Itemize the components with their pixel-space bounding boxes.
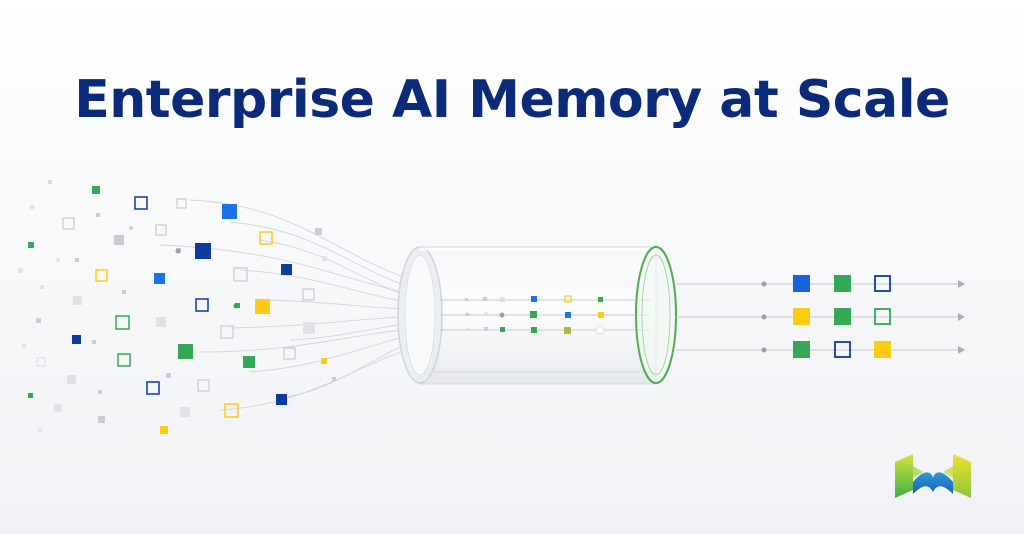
memory-cylinder-icon bbox=[397, 246, 677, 385]
headline: Enterprise AI Memory at Scale bbox=[74, 70, 950, 130]
output-block bbox=[834, 308, 851, 325]
particle bbox=[233, 267, 248, 282]
particle bbox=[36, 318, 41, 323]
output-block bbox=[793, 341, 810, 358]
particle bbox=[129, 226, 133, 230]
particle bbox=[134, 196, 148, 210]
output-block bbox=[874, 341, 891, 358]
organized-output-blocks bbox=[793, 275, 891, 358]
particle bbox=[98, 390, 102, 394]
particle bbox=[166, 373, 171, 378]
particle bbox=[197, 379, 210, 392]
particle bbox=[56, 258, 60, 262]
particle bbox=[154, 273, 165, 284]
particle bbox=[22, 344, 26, 348]
output-block bbox=[793, 275, 810, 292]
output-streams bbox=[676, 283, 958, 351]
brand-w-logo-icon bbox=[895, 454, 971, 498]
particle bbox=[75, 258, 79, 262]
particle bbox=[178, 344, 193, 359]
particle bbox=[255, 299, 270, 314]
particle bbox=[176, 198, 187, 209]
output-block bbox=[793, 308, 810, 325]
particle bbox=[321, 358, 327, 364]
particle bbox=[67, 375, 76, 384]
particle bbox=[222, 204, 237, 219]
particle bbox=[146, 381, 160, 395]
particle bbox=[332, 377, 336, 381]
input-particles bbox=[18, 180, 336, 434]
particle bbox=[224, 403, 239, 418]
particle bbox=[180, 407, 190, 417]
particle bbox=[276, 394, 287, 405]
stored-memory-blocks bbox=[465, 295, 605, 335]
particle bbox=[96, 213, 100, 217]
particle bbox=[115, 315, 130, 330]
particle bbox=[195, 298, 209, 312]
particle bbox=[160, 426, 168, 434]
arrow-right-icon bbox=[958, 280, 965, 354]
particle bbox=[72, 335, 81, 344]
particle bbox=[302, 288, 315, 301]
particle bbox=[122, 290, 126, 294]
flow-lines bbox=[159, 199, 421, 411]
particle bbox=[38, 428, 42, 432]
particle bbox=[233, 303, 239, 309]
particle bbox=[98, 416, 105, 423]
particle bbox=[281, 264, 292, 275]
particle bbox=[92, 340, 96, 344]
output-dots bbox=[761, 281, 767, 353]
particle bbox=[40, 285, 44, 289]
particle bbox=[117, 353, 131, 367]
particle bbox=[114, 235, 124, 245]
particle bbox=[283, 347, 296, 360]
particle bbox=[243, 356, 255, 368]
particle bbox=[48, 180, 52, 184]
particle bbox=[62, 217, 75, 230]
particle bbox=[156, 317, 166, 327]
particle bbox=[259, 231, 273, 245]
particle bbox=[30, 205, 34, 209]
particle bbox=[155, 224, 167, 236]
particle bbox=[73, 296, 82, 305]
particle bbox=[54, 404, 62, 412]
particle bbox=[28, 242, 34, 248]
output-block bbox=[874, 275, 891, 292]
particle bbox=[28, 393, 33, 398]
particle bbox=[36, 357, 46, 367]
particle bbox=[95, 269, 108, 282]
particle bbox=[220, 325, 234, 339]
particle bbox=[322, 256, 327, 261]
particle bbox=[315, 228, 322, 235]
particle bbox=[175, 248, 181, 254]
particle bbox=[195, 243, 211, 259]
output-block bbox=[874, 308, 891, 325]
particle bbox=[18, 268, 23, 273]
output-block bbox=[834, 275, 851, 292]
particle bbox=[303, 322, 315, 334]
particle bbox=[92, 186, 100, 194]
output-block bbox=[834, 341, 851, 358]
